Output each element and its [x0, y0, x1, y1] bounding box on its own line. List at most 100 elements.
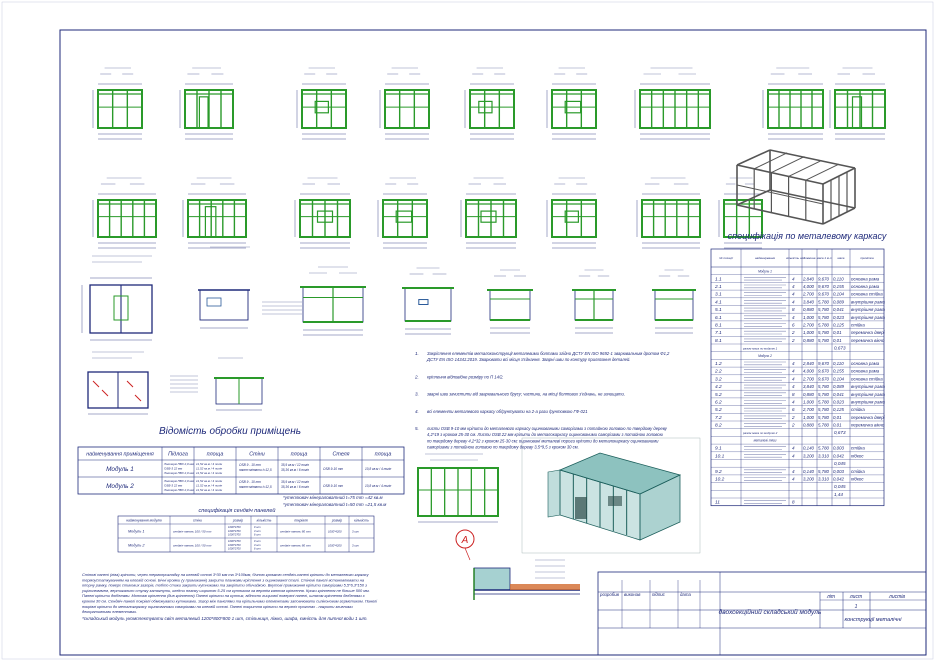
- door-opening: [851, 96, 863, 129]
- node-a-detail: [473, 559, 580, 600]
- spec-position: 7.1: [715, 330, 722, 336]
- steel-frame-3d-view: [736, 149, 856, 225]
- panels-header-cell: найменування модулю: [126, 519, 162, 523]
- spec-position: 10.1: [715, 453, 725, 459]
- module-side-wall: [639, 474, 681, 541]
- steel-member: [736, 204, 824, 225]
- spec-section-label: металеві тяги: [754, 439, 777, 443]
- note-text: саморізами з потайною головою по твердом…: [427, 445, 579, 450]
- finishes-room-name: Модуль 2: [106, 482, 134, 490]
- window-opening: [480, 210, 497, 223]
- spec-note: перемичка вікно: [851, 338, 885, 343]
- spec-total-value: 0,673: [834, 346, 846, 351]
- elevation-frame: [762, 67, 824, 140]
- spec-mass: 0,042: [833, 477, 845, 482]
- finishes-walls-cell: пакет мінвати t=12,5: [239, 485, 272, 489]
- finishes-header-cell: найменування приміщення: [86, 451, 154, 458]
- panels-wall-cell: сендвіч панель 100 / 50 mm: [173, 544, 212, 548]
- frame-outline: [187, 199, 247, 238]
- door-opening: [198, 96, 209, 129]
- spec-length: 3,200: [803, 477, 815, 482]
- facade-window: [206, 297, 222, 307]
- finishes-note-2: *утеплювач мінераловатний t=50 mm =21,5 …: [283, 501, 386, 507]
- panels-size-cell: 1000*2700: [228, 547, 241, 551]
- steel-member: [769, 189, 856, 209]
- elevation-frame: [92, 67, 143, 140]
- spec-length: 1,000: [803, 315, 815, 320]
- title-sheets: листів: [888, 594, 905, 600]
- title-role-4: дата: [680, 592, 691, 597]
- finishes-walls-area-cell: 35,36 кв.м / 6 погін: [281, 485, 309, 489]
- title-role-3: підпис: [652, 592, 666, 597]
- module-view-frame: [521, 437, 701, 554]
- finishes-walls-cell: OSB 9 - 10 mm: [239, 480, 261, 484]
- window-opening: [564, 210, 580, 223]
- spec-mass: 0,01: [833, 423, 842, 428]
- spec-note: основна рама: [851, 284, 880, 289]
- title-sheet: лист: [849, 594, 862, 600]
- finishes-room-name: Модуль 1: [106, 465, 134, 473]
- frame-outline: [382, 199, 428, 238]
- spec-position: 7.2: [715, 415, 722, 421]
- panels-module-name: Модуль 2: [128, 544, 145, 548]
- spec-position: 3.1: [715, 292, 722, 298]
- spec-position: 1.1: [715, 276, 722, 282]
- spec-mass-per-m: 3,310: [818, 453, 830, 458]
- elevation-frame: [179, 67, 234, 140]
- spec-position: 8.1: [715, 338, 722, 344]
- spec-total-label: разом маса по модулю 2: [742, 431, 778, 435]
- panels-size-cell: 1000*2700: [228, 543, 241, 547]
- spec-mass-per-m: 3,310: [818, 477, 830, 482]
- finishes-header-cell: площа: [291, 452, 308, 458]
- section-view: [402, 267, 454, 335]
- spec-note: стійка: [851, 323, 865, 328]
- spec-mass-per-m: 5,780: [818, 423, 830, 428]
- title-role-1: розробив: [599, 592, 620, 597]
- spec-mass-per-m: 5,780: [818, 400, 830, 405]
- panels-size-cell: 1000*2700: [228, 539, 241, 543]
- steel-rafter: [805, 163, 840, 181]
- spec-mass-per-m: 5,780: [818, 315, 830, 320]
- section-outline: [654, 289, 694, 321]
- spec-length: 0,880: [803, 392, 815, 397]
- panels-header-cell: покрівля: [294, 519, 308, 523]
- spec-length: 0,880: [803, 423, 815, 428]
- callout-a-label: А: [461, 535, 469, 546]
- panels-wall-cell: сендвіч панель 100 / 50 mm: [173, 530, 212, 534]
- spec-length: 0,140: [803, 469, 815, 474]
- spec-mass: 0,023: [833, 400, 845, 405]
- spec-qty: 4: [792, 369, 795, 374]
- spec-header-cell: найменування: [755, 256, 775, 260]
- spec-mass-per-m: 5,780: [818, 469, 830, 474]
- spec-length: 1,000: [803, 400, 815, 405]
- steel-rafter: [771, 156, 805, 174]
- steel-rafter: [788, 159, 822, 177]
- finishes-note-1: *утеплювач мінераловатний t=75 mm =42 кв…: [283, 494, 383, 500]
- spec-qty: 4: [792, 292, 795, 297]
- panels-header-cell: кількість: [257, 519, 272, 523]
- spec-length: 4,000: [803, 284, 815, 289]
- spec-length: 2,700: [802, 323, 815, 328]
- spec-header-cell: примітка: [860, 256, 874, 260]
- panels-roof-qty-cell: 3 шт: [352, 530, 360, 534]
- frame-outline: [469, 89, 515, 129]
- spec-qty: 4: [792, 400, 795, 405]
- steel-member: [736, 149, 771, 166]
- spec-mass: 0,125: [833, 323, 845, 328]
- fixture-mark: [92, 380, 100, 388]
- finishes-floor-area-cell: 11,52 кв.м / 4 погін: [196, 483, 222, 487]
- spec-qty: 8: [792, 307, 795, 312]
- frame-outline: [641, 199, 701, 238]
- spec-mass-per-m: 9,670: [818, 292, 830, 297]
- spec-position: 5.1: [715, 307, 722, 313]
- panels-size-cell: 1000*2700: [228, 529, 241, 533]
- spec-position: 5.2: [715, 392, 722, 398]
- spec-position: 4.1: [715, 299, 722, 305]
- finishes-floor-area-cell: 11,52 кв.м / 4 погін: [196, 479, 222, 483]
- note-text: 4,2*19 з кроком 25-30 см. Листи OSB 22 м…: [427, 432, 664, 437]
- spec-qty: 6: [792, 323, 795, 328]
- spec-note: основна рама: [851, 276, 880, 281]
- frame-outline: [97, 89, 143, 129]
- spec-qty: 4: [792, 453, 795, 458]
